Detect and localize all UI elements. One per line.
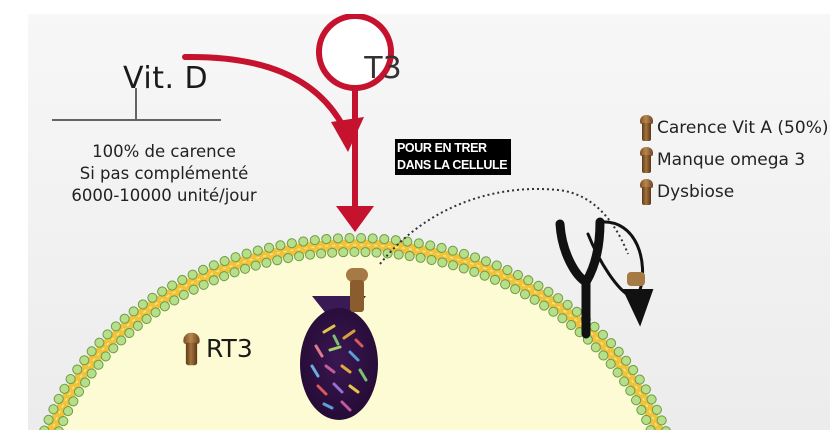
cork-icon: [640, 115, 653, 141]
t3-circle: [316, 14, 394, 232]
legend-label: Carence Vit A (50%): [657, 118, 829, 138]
legend-item-omega-3: Manque omega 3: [640, 144, 828, 176]
cofactor-legend: Carence Vit A (50%) Manque omega 3 Dysbi…: [640, 112, 828, 208]
t3-arrowhead-icon: [336, 206, 374, 232]
entry-caption-line-2: DANS LA CELLULE: [397, 158, 508, 172]
rt3-marker: RT3: [183, 332, 253, 365]
cell-membrane: [39, 233, 671, 430]
legend-item-dysbiosis: Dysbiose: [640, 176, 828, 208]
legend-label: Dysbiose: [657, 182, 735, 202]
t3-label: T3: [364, 51, 402, 86]
vitd-note-dosage: 6000-10000 unité/jour: [71, 186, 257, 205]
rt3-label: RT3: [206, 334, 253, 363]
chromosome-flask-icon: [300, 268, 378, 420]
legend-item-vit-a: Carence Vit A (50%): [640, 112, 828, 144]
vitd-note-deficiency: 100% de carence: [92, 142, 236, 161]
vitd-note-supplement: Si pas complémenté: [79, 164, 249, 183]
cork-icon: [640, 147, 653, 173]
vitamin-d-notes: 100% de carence Si pas complémenté 6000-…: [59, 141, 269, 207]
legend-label: Manque omega 3: [657, 150, 806, 170]
cork-icon: [640, 179, 653, 205]
cell-entry-caption: POUR EN TRER DANS LA CELLULE: [395, 139, 512, 175]
vitamin-d-title: Vit. D: [123, 61, 209, 96]
cork-icon: [183, 332, 200, 365]
diagram-canvas: Vit. D 100% de carence Si pas complément…: [28, 14, 830, 430]
entry-caption-line-1: POUR EN TRER: [397, 141, 487, 155]
slingshot-icon: [555, 217, 654, 339]
cell-illustration: [39, 14, 671, 430]
